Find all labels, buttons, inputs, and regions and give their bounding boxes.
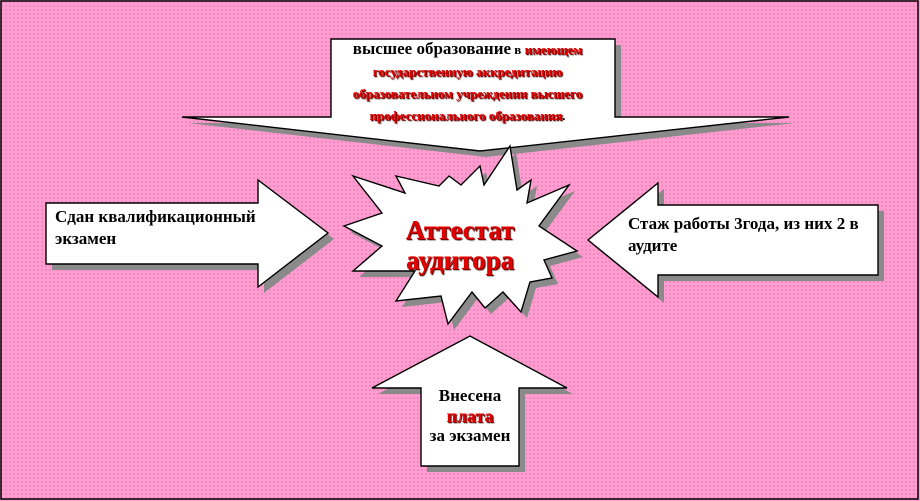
top-arrow-period: .	[562, 108, 566, 123]
bottom-arrow-line-2: плата	[446, 406, 494, 426]
right-arrow-text: Стаж работы 3года, из них 2 в аудите	[628, 214, 859, 255]
bottom-up-arrow	[371, 335, 568, 467]
top-down-arrow	[181, 38, 790, 152]
top-arrow-detail: имеющем государственную аккредитацию обр…	[352, 42, 583, 123]
top-arrow-text: высшее образование в имеющем государстве…	[330, 38, 605, 127]
top-arrow-preposition: в	[511, 42, 525, 57]
center-title: Аттестат аудитора	[380, 215, 540, 275]
top-arrow-lead: высшее образование	[352, 39, 512, 58]
left-arrow-text: Сдан квалификационный экзамен	[55, 207, 256, 248]
center-title-line-2: аудитора	[405, 245, 515, 275]
bottom-arrow-line-1: Внесена	[438, 386, 502, 405]
bottom-arrow-line-3: за экзамен	[429, 426, 511, 445]
bottom-arrow-text: Внесена плата за экзамен	[420, 386, 520, 446]
right-left-arrow	[586, 181, 879, 299]
left-right-arrow	[45, 178, 330, 289]
center-title-line-1: Аттестат	[405, 215, 515, 245]
center-starburst	[342, 144, 579, 326]
